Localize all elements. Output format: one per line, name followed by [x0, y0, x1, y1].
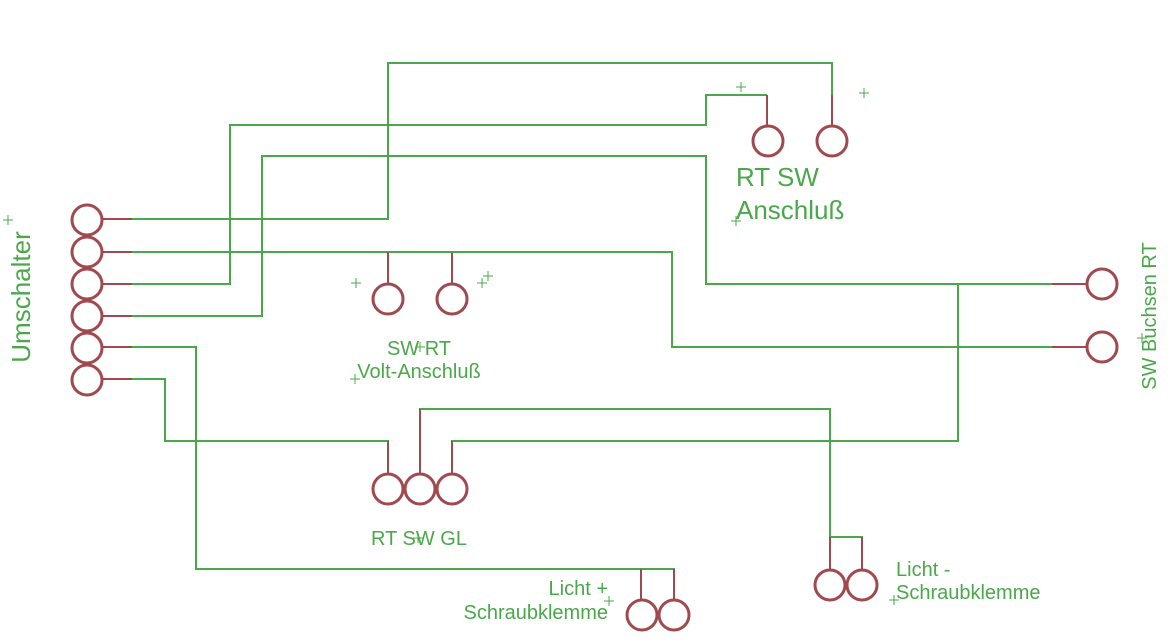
pad-swrt-right [435, 282, 469, 316]
origin-cross-icon [859, 88, 869, 98]
origin-cross-icon [3, 215, 13, 225]
pad-buchsen-bottom [1085, 330, 1119, 364]
wire-licht-plus-bridge [641, 568, 675, 598]
licht-minus-pads [813, 568, 879, 602]
label-umschalter: Umschalter [6, 231, 36, 363]
origin-cross-icon [350, 374, 360, 384]
rt-sw-gl-pads [371, 472, 469, 506]
pad-gl-sw [403, 472, 437, 506]
label-licht-plus-line1: Licht + [549, 578, 608, 600]
pad-licht-minus-left [813, 568, 847, 602]
licht-plus-pads [625, 598, 691, 632]
label-rtsw-line2: Anschluß [736, 195, 844, 225]
pad-stub-group [98, 95, 1086, 600]
wire-group [132, 62, 1052, 598]
swrt-volt-pads [371, 282, 469, 316]
rtsw-anschluss-pads [751, 124, 849, 158]
pad-umschalter-6 [70, 363, 104, 397]
pad-umschalter-1 [70, 203, 104, 237]
wire-umschalter1-to-rtsw-right [132, 62, 833, 220]
origin-cross-icon [415, 342, 425, 352]
label-swrt-line1: SW RT [387, 338, 451, 360]
label-licht-minus-line1: Licht - [896, 559, 950, 581]
wire-licht-minus-bridge [830, 536, 863, 568]
origin-cross-icon [351, 278, 361, 288]
wire-gl-sw-to-licht-minus [419, 408, 831, 568]
pad-umschalter-5 [70, 331, 104, 365]
origin-cross-icon [736, 82, 746, 92]
origin-cross-icon [889, 595, 899, 605]
pad-umschalter-3 [70, 267, 104, 301]
origin-cross-icon [604, 596, 614, 606]
pad-buchsen-top [1085, 267, 1119, 301]
pad-rtsw-right [815, 124, 849, 158]
origin-cross-icon [413, 533, 423, 543]
label-rt-sw-gl: RT SW GL [371, 528, 467, 550]
pad-swrt-left [371, 282, 405, 316]
origin-cross-group [3, 82, 1147, 606]
pad-licht-plus-right [657, 598, 691, 632]
pad-licht-plus-left [625, 598, 659, 632]
label-rtsw-line1: RT SW [736, 162, 819, 192]
origin-cross-icon [1137, 333, 1147, 343]
label-sw-buchsen-rt: SW Buchsen RT [1139, 242, 1161, 389]
buchsen-pads [1085, 267, 1119, 364]
label-licht-plus-line2: Schraubklemme [463, 602, 608, 624]
wire-gl-gl-to-buchsen [451, 284, 959, 473]
wire-umschalter2-to-buchsen-bottom [132, 251, 1052, 348]
wire-umschalter6-to-gl-rt [132, 378, 389, 473]
umschalter-pads [70, 203, 104, 397]
origin-cross-icon [477, 278, 487, 288]
pad-umschalter-2 [70, 235, 104, 269]
pad-umschalter-4 [70, 299, 104, 333]
wire-umschalter3-to-rtsw-left [132, 94, 767, 285]
pad-gl-gl [435, 472, 469, 506]
pad-rtsw-left [751, 124, 785, 158]
origin-cross-icon [731, 216, 741, 226]
label-swrt-line2: Volt-Anschluß [357, 361, 480, 383]
wire-umschalter5-to-licht-plus [132, 346, 642, 598]
wire-umschalter4-to-buchsen-top [132, 155, 1052, 317]
label-licht-minus-line2: Schraubklemme [896, 582, 1041, 604]
origin-cross-icon [483, 271, 493, 281]
pad-gl-rt [371, 472, 405, 506]
pad-licht-minus-right [845, 568, 879, 602]
